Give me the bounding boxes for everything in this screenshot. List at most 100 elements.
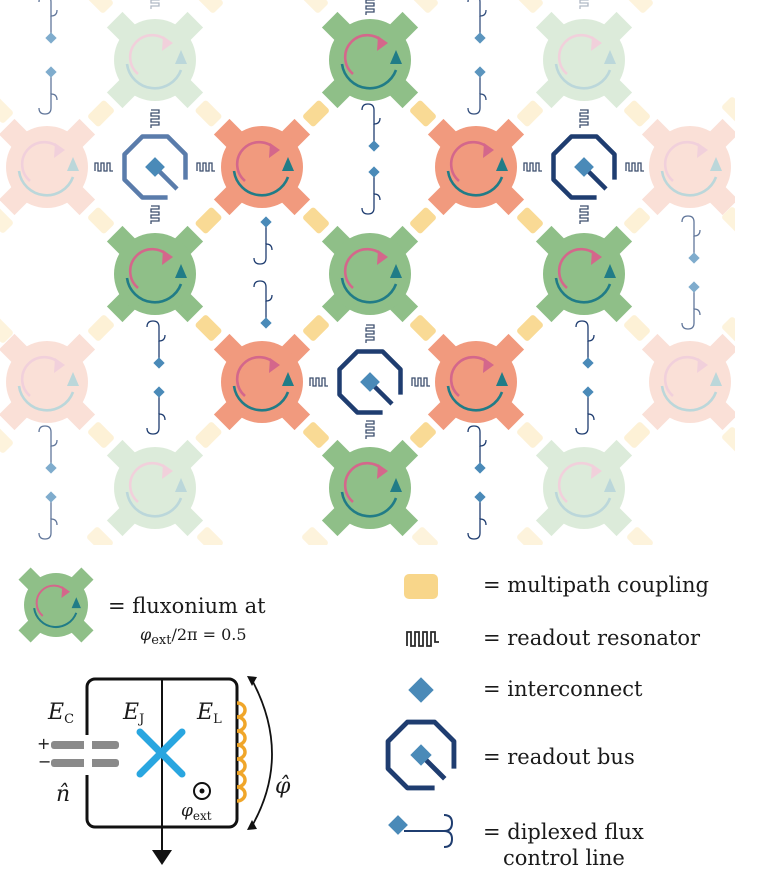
flux-pad	[45, 491, 57, 503]
qubit-body	[114, 19, 196, 101]
phi-arc-arrow-bottom	[247, 820, 257, 830]
multipath-coupler	[303, 315, 329, 341]
resonator-meander	[365, 324, 375, 343]
flux-pad	[474, 32, 486, 44]
teal-arc	[17, 170, 75, 197]
multipath-coupler	[197, 527, 223, 545]
teal-arrowhead	[496, 372, 508, 386]
flux-pad	[45, 66, 57, 78]
multipath-coupler	[722, 97, 735, 123]
pink-arc	[35, 584, 68, 617]
pink-arrowhead	[377, 250, 388, 265]
flux-control-line	[467, 0, 487, 44]
flux-hook	[467, 93, 487, 115]
teal-arrowhead	[282, 372, 294, 386]
fluxonium-qubit	[0, 118, 96, 216]
pink-arrowhead	[269, 358, 280, 373]
flux-hook	[361, 193, 381, 215]
flux-hook	[575, 320, 595, 342]
pink-arrowhead	[54, 358, 65, 373]
pink-arc	[20, 140, 62, 182]
flux-pad	[474, 462, 486, 474]
teal-arrowhead	[282, 157, 294, 171]
pink-arrowhead	[162, 250, 173, 265]
ground-arrow	[152, 850, 172, 865]
multipath-coupler	[412, 527, 438, 545]
flux-line-legend-label-2: control line	[503, 846, 625, 870]
multipath-coupler	[88, 422, 114, 448]
readout-resonator	[150, 205, 160, 224]
ej-var: E	[123, 700, 140, 725]
n-hat-label: n̂	[56, 782, 71, 807]
pink-arc	[20, 355, 62, 397]
pink-arrowhead	[377, 36, 388, 51]
flux-control-line	[146, 386, 166, 435]
multipath-coupler	[624, 315, 650, 341]
pink-arc	[235, 355, 277, 397]
teal-arc	[33, 607, 78, 629]
fluxonium-condition-rest: /2π = 0.5	[171, 625, 247, 644]
readout-resonator	[196, 162, 215, 172]
teal-arc	[554, 63, 612, 90]
multipath-coupler	[517, 207, 543, 234]
multipath-coupler	[624, 422, 650, 448]
multipath-coupler	[517, 422, 543, 448]
flux-control-line	[38, 491, 58, 540]
fluxonium-circuit	[51, 676, 273, 865]
legend-interconnect-diamond	[408, 677, 434, 703]
qubit-arm	[167, 500, 204, 537]
readout-resonator-legend-label: = readout resonator	[483, 626, 701, 650]
pink-arrowhead	[54, 143, 65, 158]
flux-symbol-ring	[193, 782, 211, 800]
flux-hook	[38, 93, 58, 115]
resonator-meander	[150, 109, 160, 128]
flux-hook	[38, 0, 58, 17]
readout-bus	[551, 134, 617, 200]
pink-arc	[235, 140, 277, 182]
readout-bus	[385, 719, 457, 791]
phi-arc	[251, 679, 273, 827]
bus-octagon	[385, 719, 457, 791]
qubit-arm	[535, 72, 572, 109]
qubit-arm	[596, 72, 633, 109]
readout-resonator	[579, 205, 589, 224]
teal-arc	[125, 63, 183, 90]
flux-pad	[260, 317, 272, 329]
flux-control-line	[467, 491, 487, 540]
fluxonium-qubit	[213, 118, 311, 216]
fluxonium-qubit	[106, 11, 204, 109]
qubit-arm	[641, 179, 678, 216]
pink-arc	[449, 355, 491, 397]
multipath-coupler	[0, 207, 13, 233]
qubit-arm	[702, 333, 735, 370]
flux-pad	[45, 32, 57, 44]
flux-control-line	[38, 0, 58, 44]
qubit-body	[543, 447, 625, 529]
multipath-coupler	[722, 317, 735, 343]
multipath-coupler	[302, 0, 328, 13]
flux-pad	[45, 462, 57, 474]
teal-arrowhead	[604, 264, 616, 278]
qubit-body	[649, 341, 731, 423]
multipath-coupler	[303, 100, 329, 127]
flux-control-line	[361, 166, 381, 215]
flux-pad	[474, 491, 486, 503]
qubit-arm	[641, 394, 678, 431]
flux-hook	[681, 215, 701, 237]
teal-arrowhead	[496, 157, 508, 171]
teal-arc	[340, 63, 398, 90]
qubit-body	[6, 341, 88, 423]
pink-arrowhead	[591, 36, 602, 51]
pink-arrowhead	[377, 464, 388, 479]
bus-octagon	[337, 349, 403, 415]
multipath-coupler	[87, 0, 113, 13]
qubit-arm	[641, 118, 678, 155]
flux-hook	[146, 320, 166, 342]
pink-arrowhead	[162, 36, 173, 51]
flux-control-line	[681, 215, 701, 264]
resonator-meander	[411, 377, 430, 387]
qubit-arm	[596, 500, 633, 537]
interconnect-pad	[360, 372, 380, 392]
pink-arc	[128, 461, 170, 503]
flux-pad	[368, 140, 380, 152]
